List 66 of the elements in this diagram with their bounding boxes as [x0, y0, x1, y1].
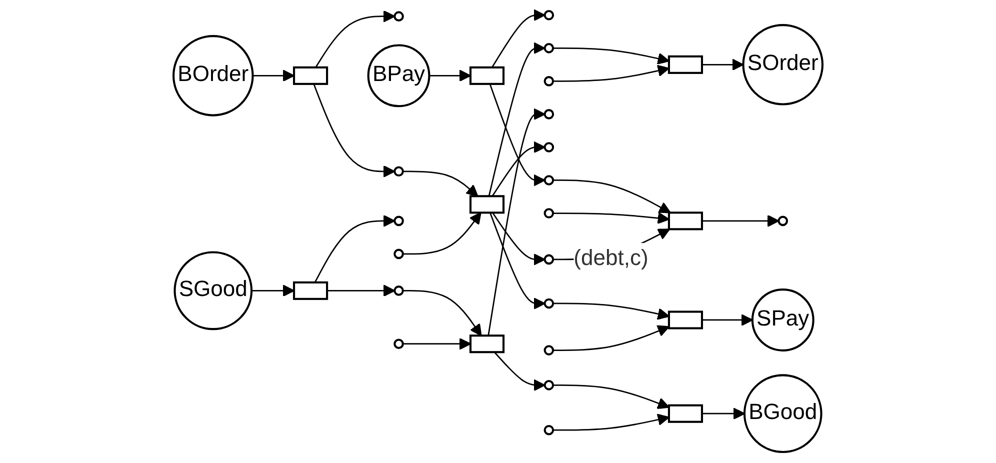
- node-circle: SPay: [751, 288, 814, 352]
- node-box: [292, 66, 328, 85]
- node-circle: [394, 166, 404, 177]
- arrow: [702, 314, 753, 326]
- arrow: [702, 408, 746, 420]
- arrow: [327, 284, 396, 297]
- node-circle: [544, 380, 554, 390]
- arrow: [252, 284, 295, 297]
- arrow: [429, 70, 472, 82]
- node-circle: BPay: [367, 44, 430, 108]
- arrow: [553, 47, 670, 65]
- node-circle: [778, 216, 788, 226]
- arrow: [402, 212, 482, 255]
- node-box: [668, 310, 704, 330]
- node-box: [668, 212, 704, 230]
- node-circle: [544, 208, 554, 218]
- arrow: [315, 10, 396, 68]
- arrow: [553, 414, 670, 431]
- arrow: [313, 84, 396, 178]
- node-circle: [544, 175, 554, 186]
- arrow: [553, 180, 671, 214]
- arrow: [553, 212, 670, 224]
- node-circle: [544, 298, 554, 309]
- node-circle: [544, 142, 554, 152]
- node-circle: [544, 76, 554, 86]
- edge-label: (debt,c): [574, 247, 648, 270]
- node-circle: [394, 286, 404, 296]
- node-circle: [544, 254, 554, 265]
- node-circle: [544, 424, 554, 436]
- arrow: [702, 214, 780, 227]
- node-circle: [394, 338, 404, 350]
- arrow: [489, 212, 546, 310]
- arrow: [553, 325, 670, 351]
- arrow: [492, 212, 546, 266]
- node-circle: SGood: [174, 251, 253, 330]
- arrow: [402, 290, 482, 336]
- node-circle: BGood: [743, 374, 822, 454]
- node-box: [469, 334, 505, 354]
- node-circle: [544, 109, 554, 120]
- arrow: [494, 352, 546, 392]
- arrow: [488, 108, 546, 336]
- node-box: [668, 55, 704, 74]
- arrow: [488, 42, 546, 196]
- arrow: [252, 70, 295, 82]
- node-circle: [394, 11, 404, 22]
- arrow: [491, 9, 546, 68]
- node-box: [668, 404, 704, 423]
- arrow: [489, 84, 546, 186]
- node-box: [469, 66, 505, 85]
- arrow: [314, 214, 396, 283]
- arrow: [702, 58, 744, 71]
- node-circle: SOrder: [742, 24, 824, 106]
- arrow: [553, 64, 670, 82]
- arrow: [553, 384, 670, 410]
- arrow: [402, 338, 472, 350]
- node-circle: [544, 345, 554, 356]
- node-circle: [544, 43, 554, 54]
- arrow: [492, 141, 546, 197]
- node-circle: [544, 10, 554, 20]
- node-box: [292, 281, 328, 300]
- node-circle: [394, 216, 404, 226]
- arrow: [402, 170, 478, 197]
- node-circle: BOrder: [172, 35, 254, 116]
- node-circle: [394, 248, 404, 260]
- node-box: [469, 195, 505, 214]
- arrow: [553, 302, 670, 320]
